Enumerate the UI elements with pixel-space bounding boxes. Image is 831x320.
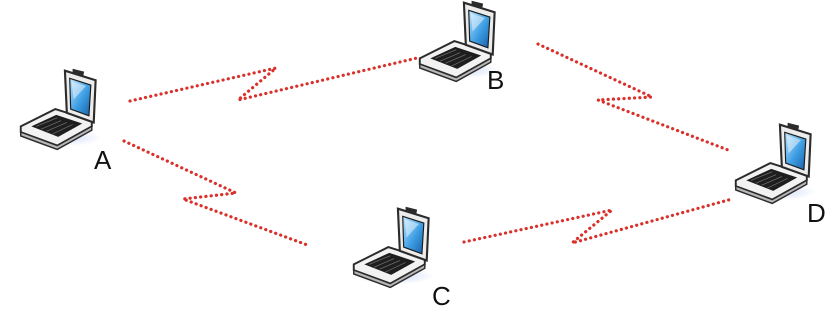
link-b-d [536, 42, 730, 152]
link-a-b [128, 56, 419, 103]
links-layer [122, 42, 734, 248]
laptop-icon [734, 121, 818, 205]
node-b: B [418, 0, 504, 95]
node-a-label: A [94, 145, 112, 175]
node-c: C [352, 205, 451, 311]
node-b-label: B [487, 65, 504, 95]
link-c-d [462, 197, 734, 245]
node-a: A [19, 67, 112, 175]
laptop-icon [19, 67, 103, 151]
node-d-label: D [807, 198, 826, 228]
node-c-label: C [432, 281, 451, 311]
node-d: D [734, 121, 826, 228]
link-a-c [122, 139, 312, 248]
laptop-icon [352, 205, 436, 289]
